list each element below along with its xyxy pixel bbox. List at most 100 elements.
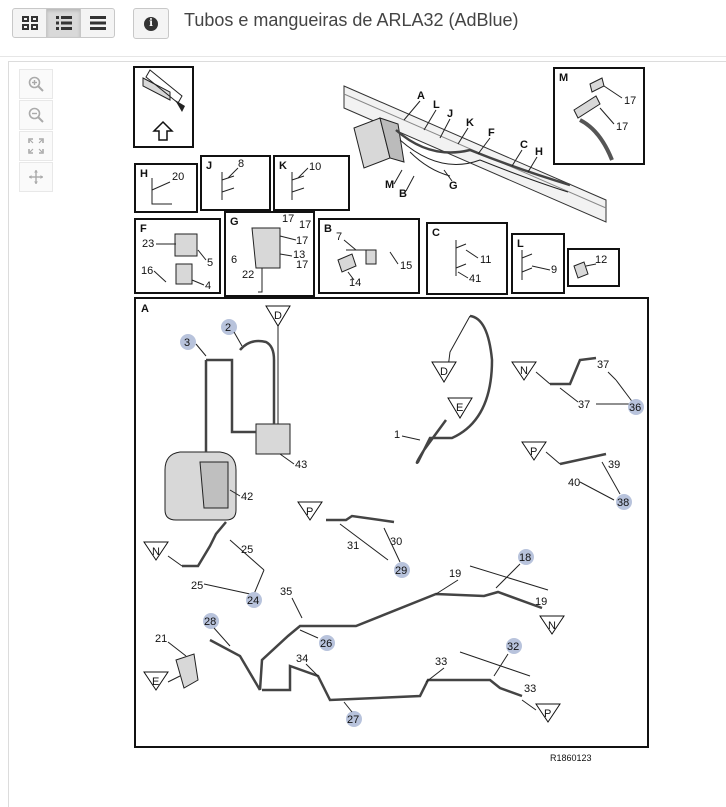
callout-39: 39 — [608, 459, 620, 471]
callout-42: 42 — [241, 491, 253, 503]
overview-illustration: A L J K F C H M B G — [343, 85, 607, 223]
triangle-p-1: P — [530, 446, 537, 458]
view-mode-group — [12, 8, 115, 40]
triangle-n-3: N — [548, 620, 556, 632]
triangle-n-2: N — [152, 546, 160, 558]
callout-26: 26 — [320, 638, 332, 650]
inset-m: M 17 17 — [553, 67, 645, 165]
callout-f-23: 23 — [142, 238, 154, 250]
callout-c-11: 11 — [480, 254, 491, 266]
callout-l-9: 9 — [551, 264, 557, 276]
callout-b-7: 7 — [336, 231, 342, 243]
triangle-d-1: D — [274, 310, 282, 322]
toolbar: i Tubos e mangueiras de ARLA32 (AdBlue) — [0, 0, 726, 57]
callout-1: 1 — [394, 429, 400, 441]
inset-k: K 10 — [273, 155, 350, 211]
inset-j: J 8 — [200, 155, 271, 211]
callout-20: 20 — [172, 171, 184, 183]
callout-19a: 19 — [449, 568, 461, 580]
callout-2: 2 — [225, 322, 231, 334]
inset-l: L 9 — [511, 233, 565, 294]
callout-35: 35 — [280, 586, 292, 598]
callout-18: 18 — [519, 552, 531, 564]
viewer-controls — [19, 69, 53, 193]
overview-F: F — [488, 127, 495, 139]
overview-J: J — [447, 108, 453, 120]
inset-b-letter: B — [324, 223, 332, 235]
callout-30: 30 — [390, 536, 402, 548]
callout-m-17b: 17 — [616, 121, 628, 133]
callout-25b: 25 — [191, 580, 203, 592]
overview-M: M — [385, 179, 394, 191]
inset-g-letter: G — [230, 216, 239, 228]
page-title: Tubos e mangueiras de ARLA32 (AdBlue) — [184, 10, 519, 30]
callout-b-14: 14 — [349, 277, 361, 289]
callout-25a: 25 — [241, 544, 253, 556]
inset-l-letter: L — [517, 238, 524, 250]
list-view-button[interactable] — [80, 8, 115, 38]
triangle-n-1: N — [520, 365, 528, 377]
callout-31: 31 — [347, 540, 359, 552]
callout-19b: 19 — [535, 596, 547, 608]
inset-f: F 23 16 5 4 — [134, 218, 221, 294]
callout-33a: 33 — [435, 656, 447, 668]
callout-12: 12 — [595, 254, 607, 266]
triangle-p-2: P — [306, 506, 313, 518]
arrow-up-icon — [152, 120, 174, 141]
callout-g-17c: 17 — [296, 235, 308, 247]
zoom-in-button[interactable] — [19, 69, 53, 99]
overview-K: K — [466, 117, 474, 129]
callout-40: 40 — [568, 477, 580, 489]
zoom-out-button[interactable] — [19, 100, 53, 130]
list-icon — [89, 16, 106, 30]
callout-43: 43 — [295, 459, 307, 471]
callout-33b: 33 — [524, 683, 536, 695]
overview-H: H — [535, 146, 543, 158]
inset-b: B 7 15 14 — [318, 218, 420, 294]
info-button[interactable]: i — [133, 8, 169, 39]
inset-h: H 20 — [134, 163, 198, 213]
inset-m-letter: M — [559, 72, 568, 84]
callout-8: 8 — [238, 158, 244, 170]
inset-g: G 17 17 17 6 13 17 22 — [224, 211, 315, 297]
triangle-e-1: E — [456, 402, 463, 414]
fit-screen-button[interactable] — [19, 131, 53, 161]
overview-G: G — [449, 180, 458, 192]
main-detail-a: A D 3 2 43 42 D E 1 N 37 — [134, 297, 649, 748]
overview-L: L — [433, 99, 440, 111]
zoom-in-icon — [28, 76, 44, 92]
callout-38: 38 — [617, 497, 629, 509]
callout-g-13: 13 — [293, 249, 305, 261]
callout-g-22: 22 — [242, 269, 254, 281]
grid-icon — [21, 16, 38, 30]
overview-A: A — [417, 90, 425, 102]
callout-37b: 37 — [578, 399, 590, 411]
inset-f-letter: F — [140, 223, 147, 235]
triangle-p-3: P — [544, 708, 551, 720]
info-icon: i — [144, 16, 158, 31]
callout-24: 24 — [247, 595, 259, 607]
inset-clip: 12 — [567, 248, 620, 287]
grid-view-button[interactable] — [12, 8, 47, 38]
callout-m-17a: 17 — [624, 95, 636, 107]
callout-f-4: 4 — [205, 280, 211, 292]
callout-g-17b: 17 — [299, 219, 311, 231]
callout-g-17a: 17 — [282, 213, 294, 225]
inset-c-letter: C — [432, 227, 440, 239]
reference-code: R1860123 — [550, 753, 592, 763]
inset-a-letter: A — [141, 303, 149, 315]
list-detail-icon — [55, 16, 72, 30]
callout-36: 36 — [629, 402, 641, 414]
pan-button[interactable] — [19, 162, 53, 192]
pan-icon — [29, 170, 43, 184]
zoom-out-icon — [28, 107, 44, 123]
callout-29: 29 — [395, 565, 407, 577]
callout-c-41: 41 — [469, 273, 481, 285]
inset-j-letter: J — [206, 160, 212, 172]
callout-b-15: 15 — [400, 260, 412, 272]
callout-32: 32 — [507, 641, 519, 653]
callout-34: 34 — [296, 653, 308, 665]
overview-C: C — [520, 139, 528, 151]
callout-f-16: 16 — [141, 265, 153, 277]
